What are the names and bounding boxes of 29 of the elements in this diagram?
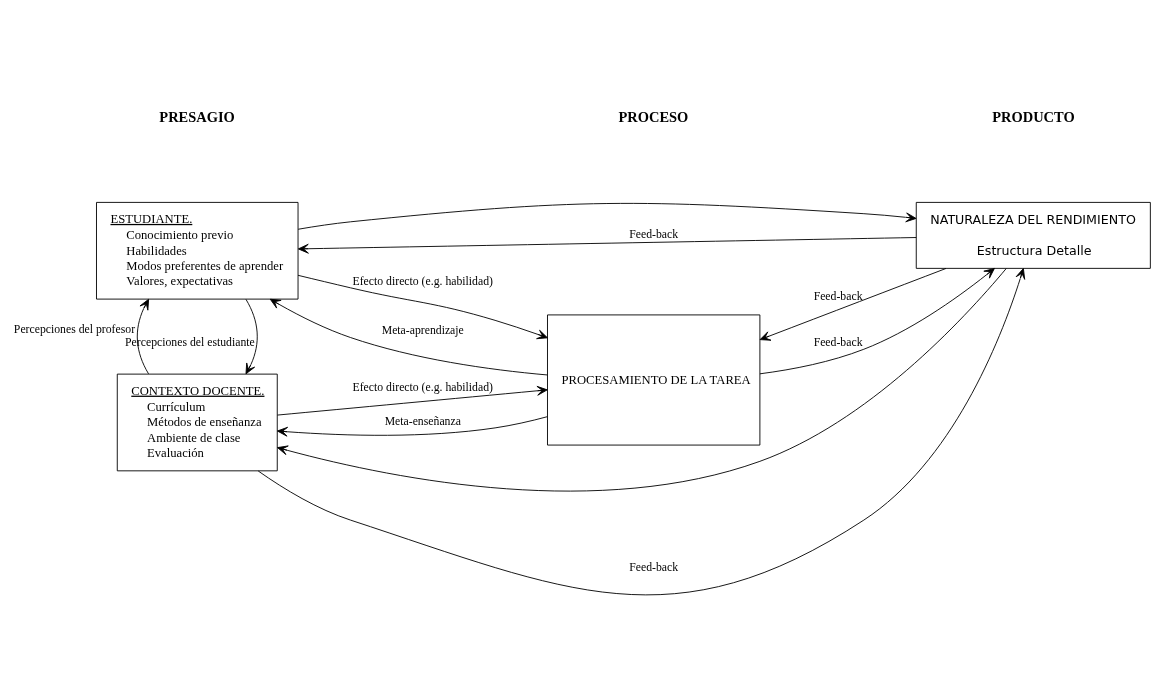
node-box: NATURALEZA DEL RENDIMIENTO Estructura Detalle xyxy=(915,201,1151,269)
node-box: PROCESAMIENTO DE LA TAREA xyxy=(547,313,761,445)
label: PRODUCTO xyxy=(992,108,1075,125)
edge-label: Percepciones del estudiante xyxy=(125,335,255,349)
edge-label: Efecto directo (e.g. habilidad) xyxy=(352,380,493,394)
arrow xyxy=(276,415,548,437)
arrow xyxy=(257,267,1026,595)
node-box: CONTEXTO DOCENTE. Currículum Métodos de enseñanza Ambiente de clase Evaluación xyxy=(116,373,278,471)
label: PRESAGIO xyxy=(159,108,235,125)
arrow xyxy=(297,274,548,339)
arrow xyxy=(136,298,150,374)
arrow xyxy=(269,298,548,375)
edge-label: Meta-aprendizaje xyxy=(381,323,464,337)
edge-label: Feed-back xyxy=(813,335,863,349)
edge-label: Efecto directo (e.g. habilidad) xyxy=(352,274,493,288)
node-box: ESTUDIANTE. Conocimiento previo Habilidades Modos preferentes de aprender Valores, expectativas xyxy=(96,201,299,300)
arrow xyxy=(245,298,258,374)
label: PROCESO xyxy=(618,108,689,125)
edge-label: Feed-back xyxy=(629,227,679,241)
edge-label: Percepciones del profesor xyxy=(13,322,136,336)
edge-label: Feed-back xyxy=(813,289,863,303)
arrow xyxy=(276,385,548,416)
arrow xyxy=(759,267,947,341)
arrow xyxy=(277,267,1007,491)
arrow xyxy=(759,267,995,374)
arrow xyxy=(297,236,917,254)
arrow xyxy=(297,202,917,230)
edge-label: Feed-back xyxy=(629,560,679,574)
edge-label: Meta-enseñanza xyxy=(384,414,461,428)
